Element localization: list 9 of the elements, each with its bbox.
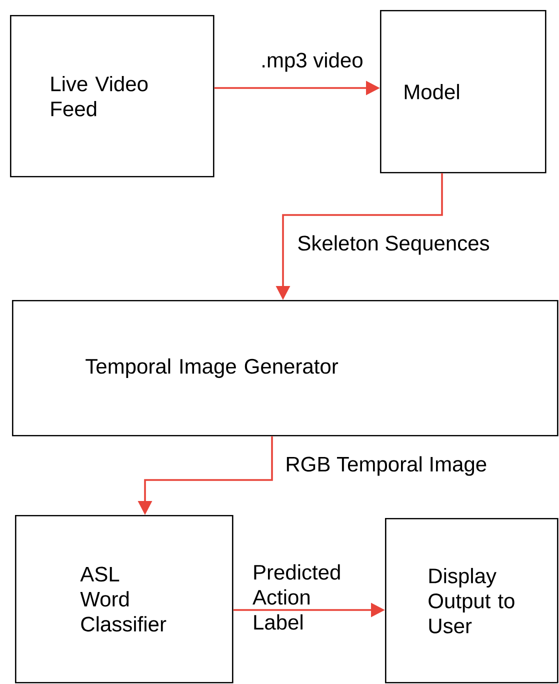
- edge-label: Predicted Action Label: [252, 564, 340, 630]
- process-box: Display Output to User: [385, 518, 558, 684]
- process-box: Model: [380, 10, 546, 174]
- edge-label: .mp3 video: [262, 52, 362, 72]
- process-box: Live Video Feed: [10, 15, 214, 178]
- process-box: Temporal Image Generator: [12, 300, 558, 436]
- edge-label: Skeleton Sequences: [298, 235, 490, 255]
- edge-label: RGB Temporal Image: [286, 456, 486, 476]
- process-box: ASL Word Classifier: [15, 515, 234, 684]
